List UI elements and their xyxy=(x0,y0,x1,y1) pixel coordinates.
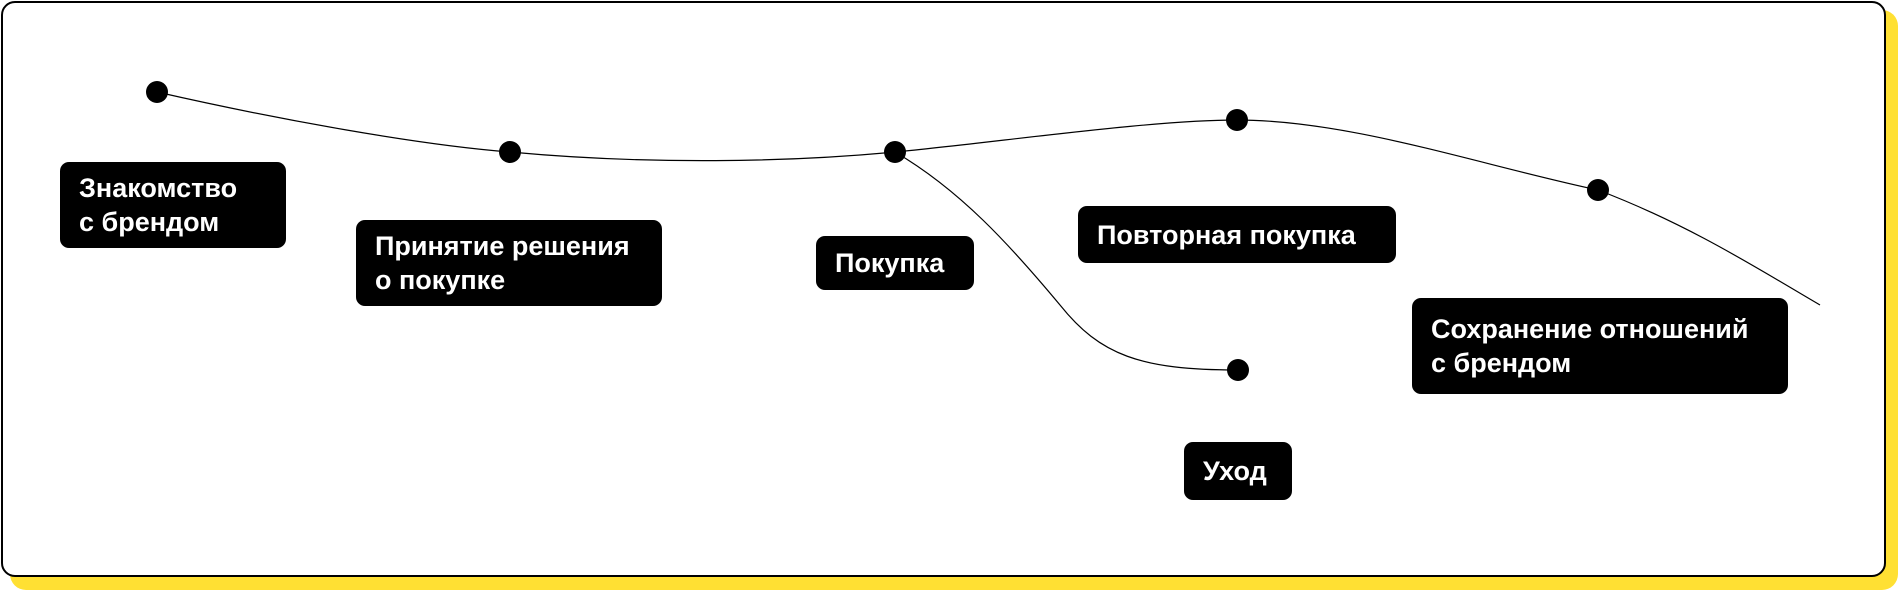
stage-dot-retention xyxy=(1587,179,1609,201)
stage-dot-purchase xyxy=(884,141,906,163)
journey-churn-path xyxy=(894,151,1239,371)
stage-label-repeat: Повторная покупка xyxy=(1078,206,1396,263)
stage-dot-churn xyxy=(1227,359,1249,381)
stage-label-decision: Принятие решения о покупке xyxy=(356,220,662,306)
stage-label-purchase: Покупка xyxy=(816,236,974,290)
stage-dot-decision xyxy=(499,141,521,163)
stage-label-retention: Сохранение отношений с брендом xyxy=(1412,298,1788,394)
stage-label-churn: Уход xyxy=(1184,442,1292,500)
stage-dot-awareness xyxy=(146,81,168,103)
stage-dot-repeat xyxy=(1226,109,1248,131)
stage-label-awareness: Знакомство с брендом xyxy=(60,162,286,248)
